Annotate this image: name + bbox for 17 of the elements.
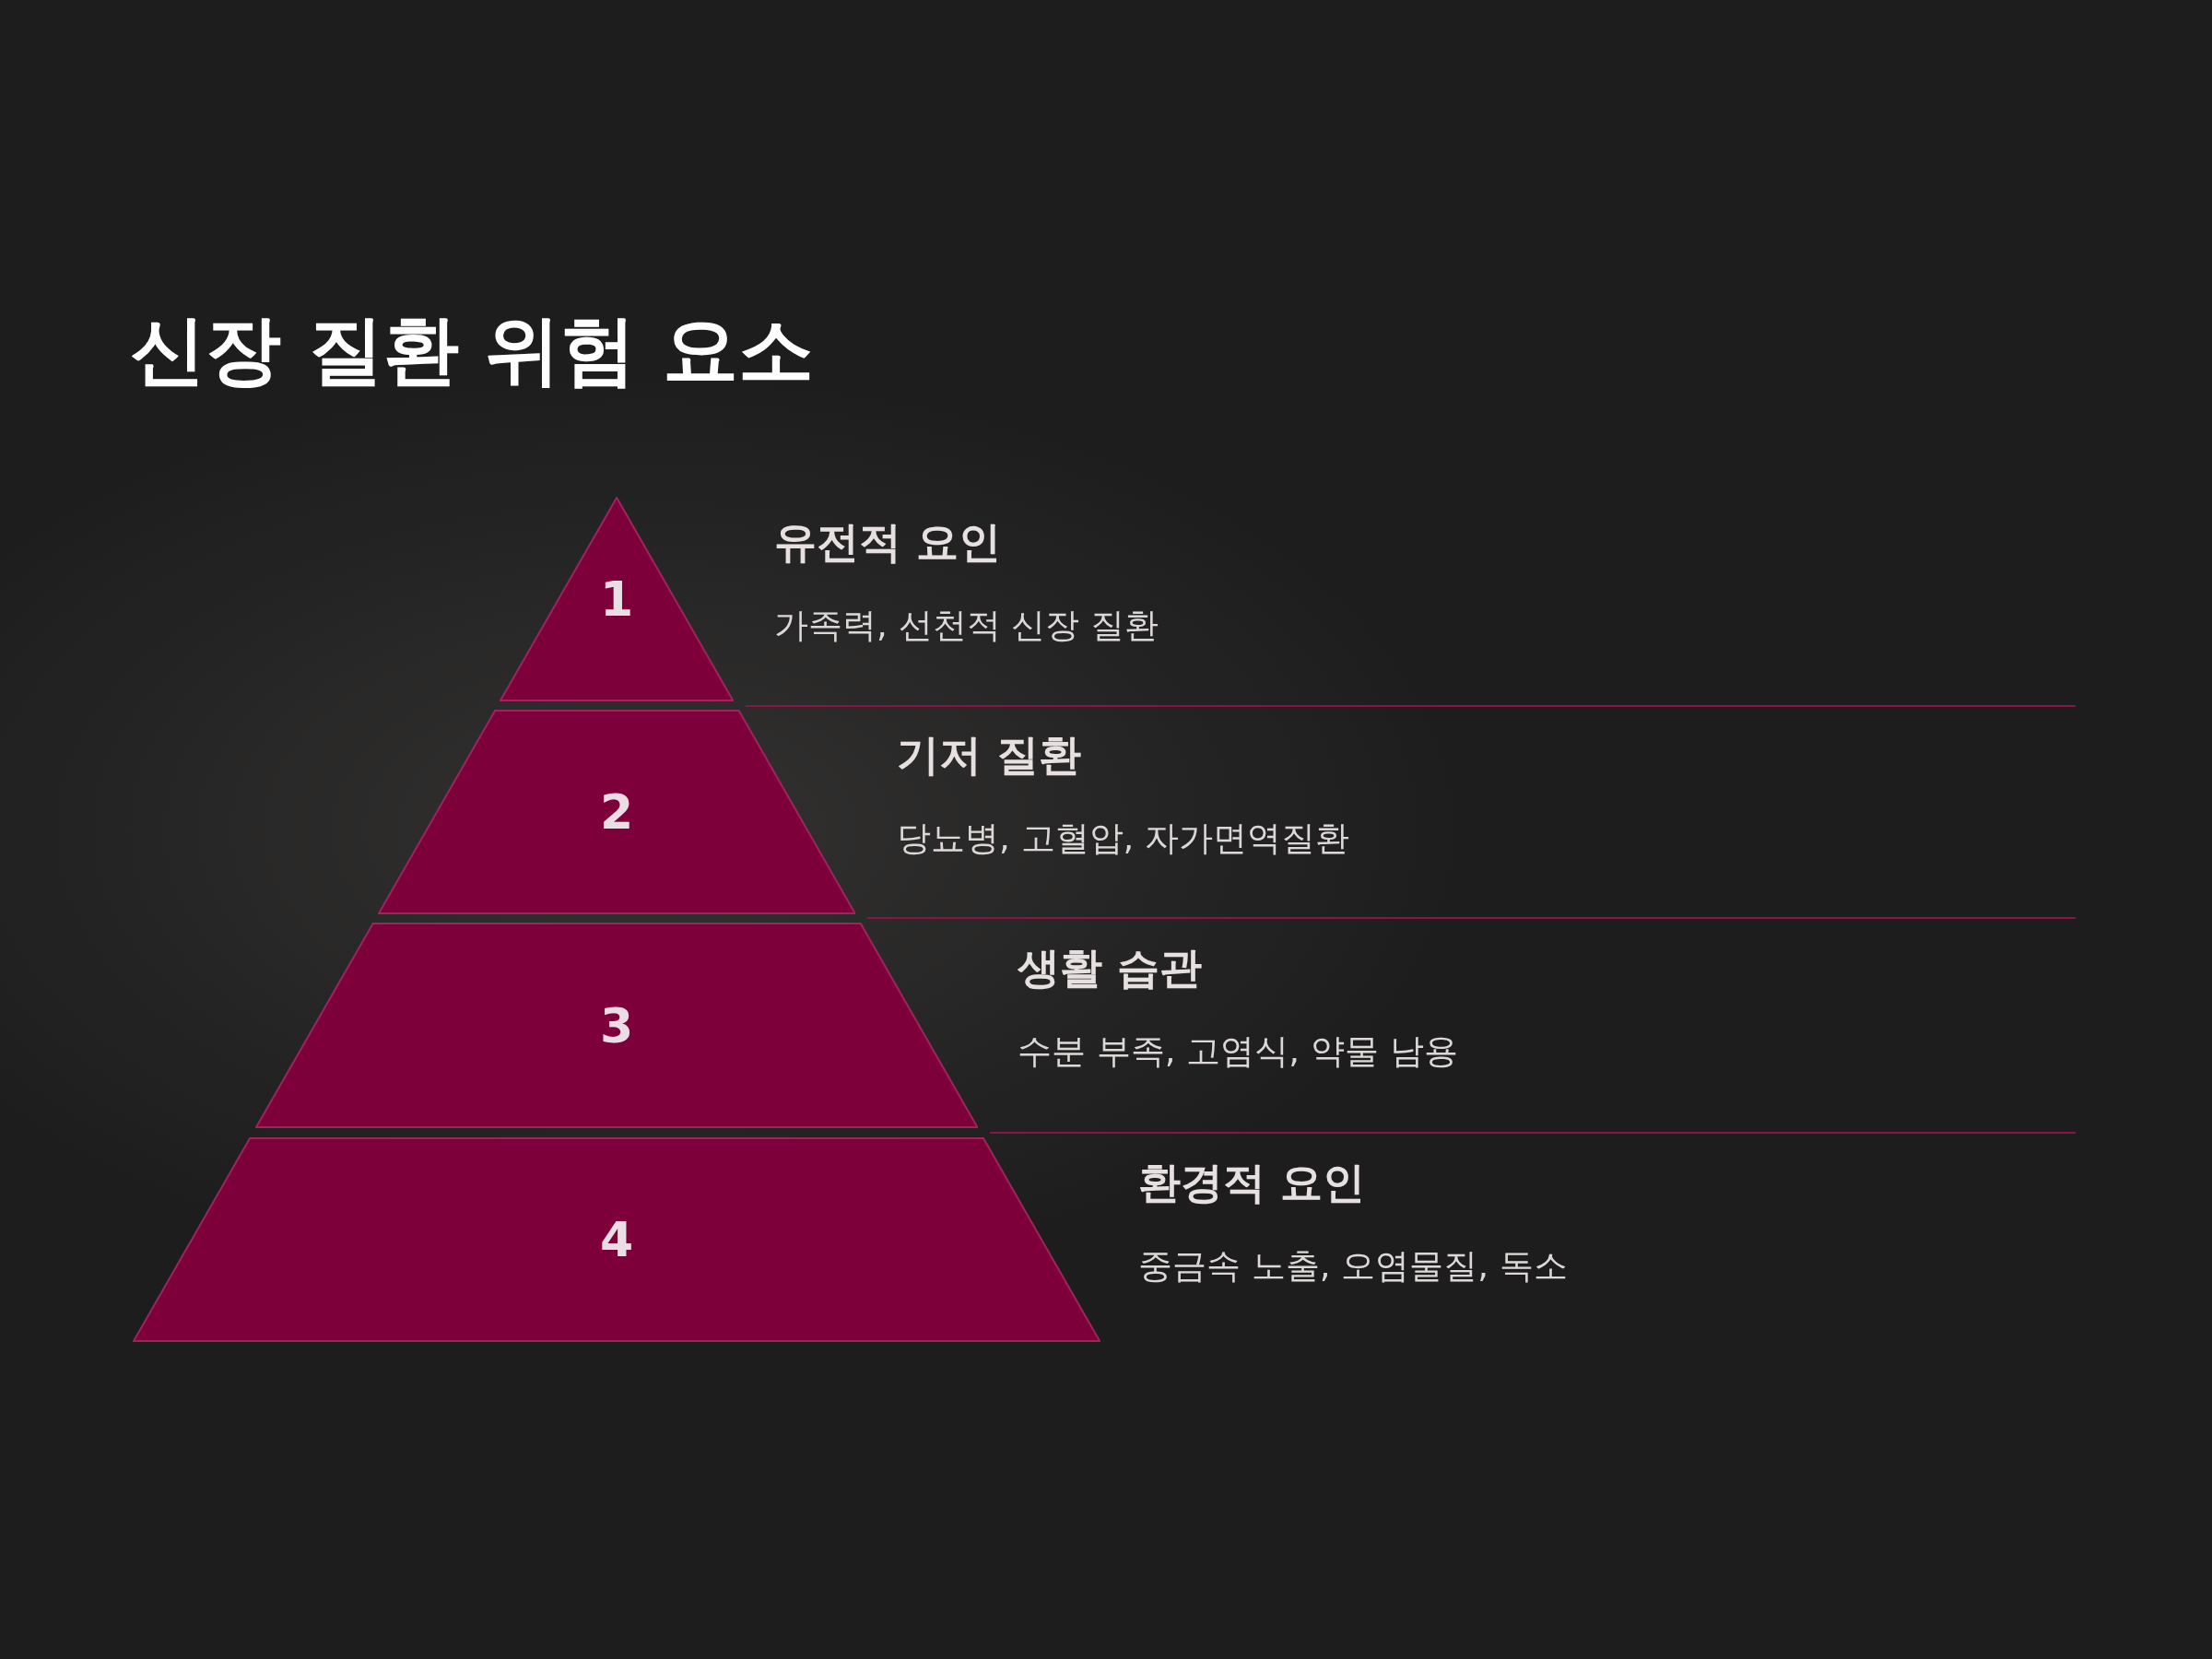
tier-heading: 생활 습관 bbox=[1018, 943, 1202, 994]
tier-number: 2 bbox=[599, 788, 634, 836]
tier-description: 수분 부족, 고염식, 약물 남용 bbox=[1018, 1031, 1458, 1073]
pyramid-tier bbox=[499, 497, 735, 701]
tier-heading: 기저 질환 bbox=[897, 730, 1081, 782]
tier-description: 중금속 노출, 오염물질, 독소 bbox=[1138, 1246, 1568, 1288]
pyramid-tier bbox=[254, 923, 979, 1128]
tier-description: 당뇨병, 고혈압, 자가면역질환 bbox=[897, 818, 1350, 860]
tier-number: 1 bbox=[599, 575, 634, 623]
tier-heading: 유전적 요인 bbox=[774, 517, 1001, 569]
tier-number: 3 bbox=[599, 1001, 634, 1050]
tier-number: 4 bbox=[599, 1216, 634, 1264]
tier-heading: 환경적 요인 bbox=[1138, 1158, 1365, 1209]
pyramid-tier bbox=[377, 710, 856, 914]
title: 신장 질환 위험 요소 bbox=[130, 309, 814, 393]
tier-description: 가족력, 선천적 신장 질환 bbox=[774, 606, 1159, 647]
pyramid-tier bbox=[132, 1137, 1101, 1342]
